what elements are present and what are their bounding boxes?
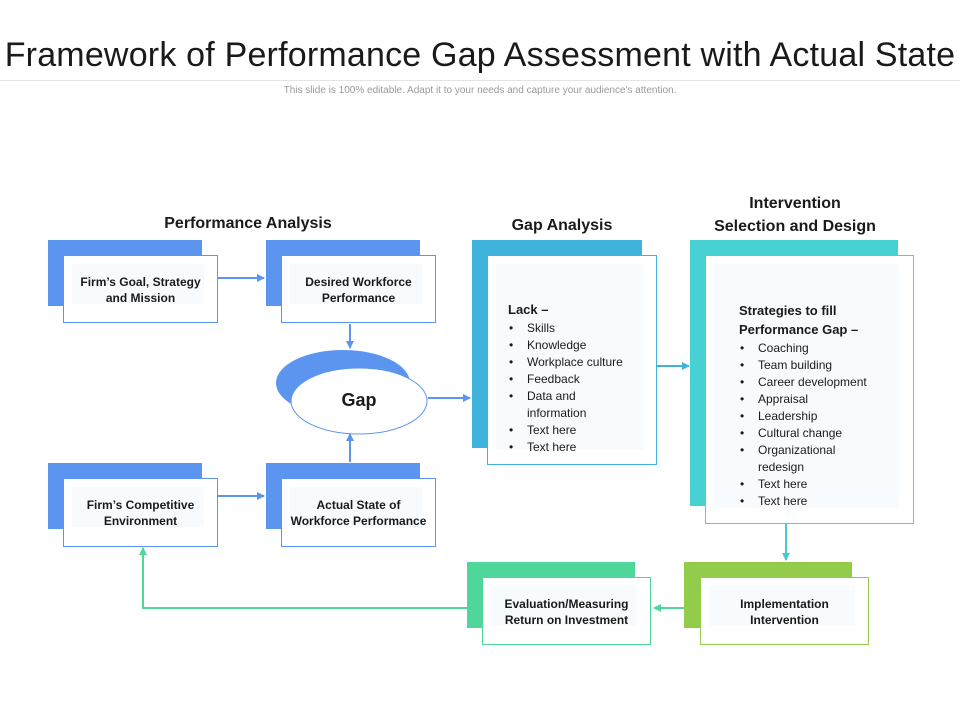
list-item: Appraisal (739, 391, 909, 408)
actual-state-box: Actual State of Workforce Performance (281, 478, 436, 547)
gap-analysis-box: Lack – Skills Knowledge Workplace cultur… (487, 255, 657, 465)
heading-intervention-line2: Selection and Design (714, 218, 876, 235)
list-item: Knowledge (508, 337, 653, 354)
arrow-evaluation-to-competitive (139, 547, 467, 609)
list-item: Team building (739, 357, 909, 374)
implementation-box: Implementation Intervention (700, 577, 869, 645)
actual-line1: Actual State of (316, 498, 401, 512)
intervention-box: Strategies to fill Performance Gap – Coa… (705, 255, 914, 524)
list-item: Cultural change (739, 425, 909, 442)
page-subtitle: This slide is 100% editable. Adapt it to… (283, 85, 677, 96)
competitive-line1: Firm’s Competitive (86, 498, 195, 512)
evaluation-box: Evaluation/Measuring Return on Investmen… (482, 577, 651, 645)
gap-analysis-list: Skills Knowledge Workplace culture Feedb… (508, 320, 653, 456)
desired-line2: Performance (321, 291, 396, 305)
list-item: Text here (739, 493, 909, 510)
page-title: Framework of Performance Gap Assessment … (4, 36, 956, 74)
evaluation-line2: Return on Investment (504, 613, 629, 627)
evaluation-line1: Evaluation/Measuring (504, 597, 629, 611)
intervention-list: Coaching Team building Career developmen… (739, 340, 909, 510)
list-item: Skills (508, 320, 653, 337)
list-item: Career development (739, 374, 909, 391)
firm-goal-box: Firm’s Goal, Strategy and Mission (63, 255, 218, 323)
title-divider (0, 80, 960, 81)
list-item: Organizational redesign (739, 442, 858, 476)
actual-line2: Workforce Performance (290, 514, 427, 528)
competitive-line2: Environment (103, 514, 178, 528)
intervention-heading-line2: Performance Gap – (739, 322, 859, 337)
list-item: Data and information (508, 388, 607, 422)
firm-goal-line1: Firm’s Goal, Strategy (80, 275, 201, 289)
firm-goal-line2: and Mission (105, 291, 176, 305)
implementation-line2: Intervention (750, 613, 819, 627)
list-item: Leadership (739, 408, 909, 425)
heading-intervention: Intervention Selection and Design (690, 192, 900, 238)
desired-workforce-box: Desired Workforce Performance (281, 255, 436, 323)
list-item: Workplace culture (508, 354, 653, 371)
list-item: Coaching (739, 340, 909, 357)
list-item: Text here (508, 422, 653, 439)
gap-analysis-heading: Lack – (508, 302, 549, 317)
intervention-heading-line1: Strategies to fill (739, 303, 837, 318)
heading-intervention-line1: Intervention (749, 195, 841, 212)
desired-line1: Desired Workforce (305, 275, 412, 289)
competitive-environment-box: Firm’s Competitive Environment (63, 478, 218, 547)
gap-label: Gap (341, 390, 377, 410)
heading-gap-analysis: Gap Analysis (511, 217, 613, 234)
intervention-heading: Strategies to fill Performance Gap – (739, 301, 909, 339)
implementation-line1: Implementation (740, 597, 829, 611)
list-item: Text here (739, 476, 909, 493)
list-item: Feedback (508, 371, 653, 388)
heading-performance-analysis: Performance Analysis (164, 215, 332, 232)
list-item: Text here (508, 439, 653, 456)
